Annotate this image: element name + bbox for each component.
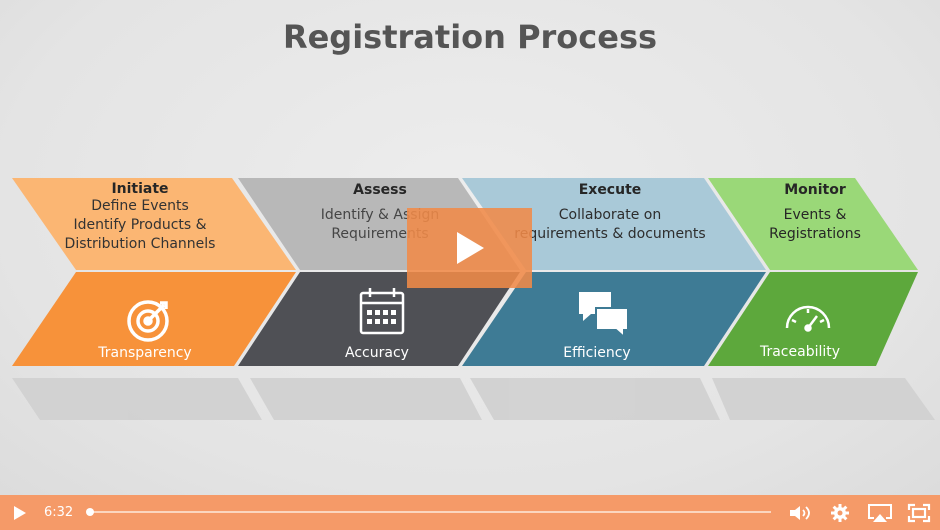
stage-execute-head: Execute (578, 182, 642, 198)
stage-assess-footer: Accuracy (345, 345, 409, 361)
target-icon (127, 300, 169, 342)
stage-monitor-head: Monitor (784, 182, 846, 198)
fullscreen-button[interactable] (905, 495, 933, 530)
stage-execute-body-2: requirements & documents (514, 226, 706, 242)
stage-monitor-top (708, 178, 918, 270)
play-button[interactable] (8, 495, 32, 530)
stage-initiate-footer: Transparency (98, 345, 192, 361)
airplay-icon (868, 503, 892, 522)
stage-execute-top (462, 178, 766, 270)
volume-icon (790, 505, 810, 520)
progress-bar[interactable] (86, 508, 771, 516)
stage-initiate-text: Initiate Define Events Identify Products… (40, 181, 240, 254)
settings-icon (831, 503, 849, 522)
stage-execute-body-1: Collaborate on (558, 207, 662, 223)
fullscreen-icon (907, 503, 931, 522)
diagram-shadow (12, 378, 935, 420)
gauge-icon (785, 305, 831, 332)
video-slide[interactable]: Registration Process (0, 0, 940, 495)
stage-assess-body-2: Requirements (331, 226, 429, 242)
stage-monitor-bottom (708, 272, 918, 366)
control-bar: 6:32 (0, 495, 940, 530)
process-diagram (12, 178, 935, 420)
stage-execute-text: Execute Collaborate on requirements & do… (500, 182, 720, 244)
calendar-icon (359, 288, 405, 335)
big-play-button[interactable] (407, 208, 532, 288)
settings-button[interactable] (827, 495, 853, 530)
chat-bubbles-icon (579, 292, 629, 340)
stage-monitor-body-1: Events & (783, 207, 847, 223)
airplay-button[interactable] (865, 495, 895, 530)
stage-monitor-text: Monitor Events & Registrations (740, 182, 890, 244)
stage-initiate-body-1: Define Events (91, 198, 189, 214)
play-icon (456, 232, 484, 264)
play-icon (14, 505, 26, 520)
volume-button[interactable] (786, 495, 814, 530)
slide-title: Registration Process (282, 18, 658, 56)
stage-initiate-body-3: Distribution Channels (64, 236, 216, 252)
stage-initiate-bottom (12, 272, 296, 366)
progress-handle[interactable] (86, 508, 95, 516)
stage-assess-head: Assess (353, 182, 407, 198)
stage-execute-footer: Efficiency (563, 345, 631, 361)
current-time: 6:32 (44, 505, 74, 520)
stage-initiate-head: Initiate (111, 181, 169, 197)
stage-monitor-footer: Traceability (759, 344, 841, 360)
stage-monitor-body-2: Registrations (769, 226, 861, 242)
stage-initiate-body-2: Identify Products & (73, 217, 207, 233)
stage-initiate-top (12, 178, 296, 270)
